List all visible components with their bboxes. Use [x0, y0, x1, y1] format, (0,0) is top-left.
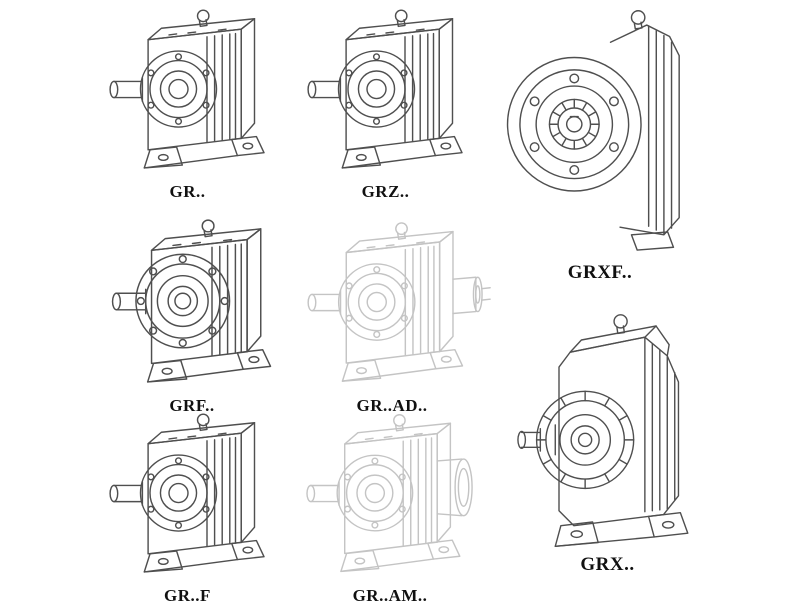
gr-gearbox-drawing: [108, 9, 265, 169]
grf-gearbox-drawing: [111, 219, 271, 383]
figure-grxf: GRXF..: [495, 0, 705, 284]
figure-label-grad: GR..AD..: [356, 396, 428, 415]
grff-gearbox-drawing: [108, 413, 265, 573]
figure-label-grx: GRX..: [580, 554, 635, 575]
grxf-gearbox-drawing: [506, 10, 680, 251]
figure-label-grff: GR..F: [164, 586, 211, 605]
figure-grx: GRX..: [500, 298, 715, 576]
figure-gram: GR..AM..: [285, 406, 495, 606]
figure-grff: GR..F: [90, 406, 285, 606]
figure-grz: GRZ..: [288, 2, 483, 202]
grz-gearbox-drawing: [306, 9, 463, 169]
figure-grad: GR..AD..: [287, 214, 497, 416]
figure-label-grf: GRF..: [169, 396, 215, 415]
grx-gearbox-drawing: [516, 314, 688, 547]
figure-label-gr: GR..: [169, 182, 206, 201]
gram-gearbox-drawing: [306, 414, 473, 573]
figure-grf: GRF..: [92, 212, 292, 416]
figure-label-grxf: GRXF..: [567, 262, 633, 283]
figure-label-gram: GR..AM..: [352, 586, 428, 605]
grad-gearbox-drawing: [307, 222, 491, 382]
figure-label-grz: GRZ..: [361, 182, 410, 201]
figure-gr: GR..: [90, 2, 285, 202]
